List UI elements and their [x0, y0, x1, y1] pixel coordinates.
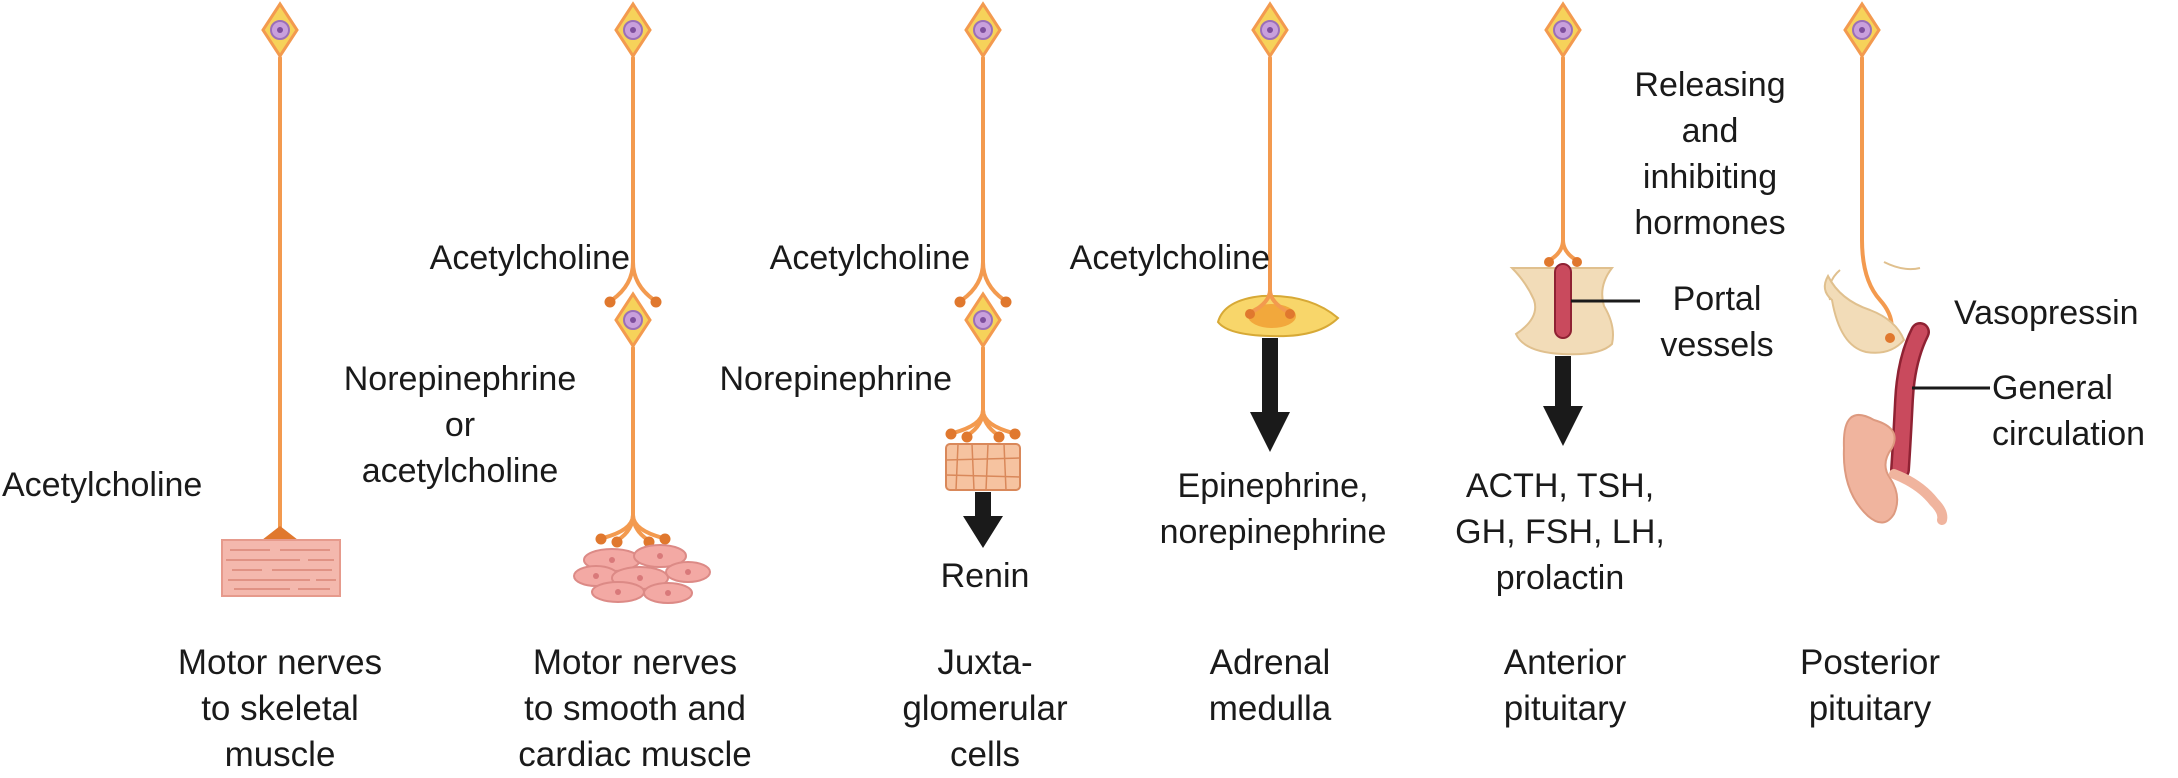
jg-cell-outlines — [945, 443, 1021, 491]
terminal-branches — [595, 513, 671, 548]
panel-skeletal-art — [221, 1, 341, 597]
secretion-arrow-head — [963, 516, 1003, 548]
skeletal-muscle-fiber — [221, 539, 341, 597]
general-circulation-vessel — [1892, 324, 1928, 478]
panel-smooth-art — [573, 1, 711, 604]
panel-anterior-art — [1509, 1, 1640, 446]
juxtaglomerular-cells — [945, 443, 1021, 491]
label-norepinephrine-or-acetylcholine: Norepinephrine or acetylcholine — [343, 360, 577, 490]
label-acetylcholine-skeletal: Acetylcholine — [2, 466, 203, 504]
smooth-muscle-nuclei — [593, 553, 691, 596]
panel-jg-art — [945, 1, 1021, 548]
portal-vessel — [1554, 263, 1572, 339]
neuron-soma-icon — [261, 1, 299, 59]
label-vasopressin: Vasopressin — [1954, 294, 2139, 332]
axon-branch — [981, 260, 1006, 302]
caption-skeletal-muscle: Motor nerves to skeletal muscle — [177, 643, 383, 774]
panel-posterior-art — [1823, 1, 1990, 525]
synaptic-bouton — [1572, 257, 1582, 267]
terminal-branches — [945, 408, 1021, 443]
caption-posterior-pituitary: Posterior pituitary — [1799, 643, 1941, 728]
synaptic-bouton — [954, 296, 966, 308]
caption-anterior-pituitary: Anterior pituitary — [1503, 643, 1627, 728]
synaptic-bouton — [604, 296, 616, 308]
infundibulum-outline — [1883, 261, 1921, 271]
kidney — [1842, 414, 1899, 524]
caption-adrenal-medulla: Adrenal medulla — [1208, 643, 1332, 728]
neuron-soma-icon — [1251, 1, 1289, 59]
caption-smooth-cardiac-muscle: Motor nerves to smooth and cardiac muscl… — [518, 643, 752, 774]
axon-branch — [631, 260, 656, 302]
secretion-arrow-head — [1543, 406, 1583, 446]
label-acetylcholine-smooth: Acetylcholine — [429, 239, 630, 277]
ganglion-neuron-soma-icon — [614, 291, 652, 349]
muscle-striations — [226, 549, 336, 590]
ganglion-neuron-soma-icon — [964, 291, 1002, 349]
posterior-pituitary-gland — [1823, 273, 1906, 354]
neuron-soma-icon — [614, 1, 652, 59]
terminal-branches — [1245, 288, 1295, 319]
neuron-soma-icon — [1843, 1, 1881, 59]
neuron-soma-icon — [964, 1, 1002, 59]
synaptic-bouton — [1544, 257, 1554, 267]
label-anterior-pituitary-hormones: ACTH, TSH, GH, FSH, LH, prolactin — [1455, 467, 1665, 597]
label-portal-vessels: Portal vessels — [1660, 280, 1774, 364]
synaptic-bouton — [1000, 296, 1012, 308]
label-general-circulation: General circulation — [1992, 369, 2146, 453]
synaptic-bouton — [650, 296, 662, 308]
label-norepinephrine-jg: Norepinephrine — [719, 360, 953, 398]
panel-adrenal-art — [1216, 1, 1340, 452]
hypothalamic-axon — [1860, 56, 1894, 338]
label-releasing-inhibiting-hormones: Releasing and inhibiting hormones — [1634, 66, 1786, 242]
label-acetylcholine-adrenal: Acetylcholine — [1069, 239, 1270, 277]
neuron-soma-icon — [1544, 1, 1582, 59]
label-renin: Renin — [940, 557, 1030, 595]
motor-end-plate — [262, 526, 298, 540]
ureter — [1889, 469, 1948, 525]
label-epinephrine-norepinephrine: Epinephrine, norepinephrine — [1159, 467, 1387, 551]
label-acetylcholine-jg: Acetylcholine — [769, 239, 970, 277]
secretion-arrow-head — [1250, 412, 1290, 452]
caption-juxtaglomerular-cells: Juxta- glomerular cells — [902, 643, 1068, 774]
synaptic-bouton — [1885, 333, 1895, 343]
